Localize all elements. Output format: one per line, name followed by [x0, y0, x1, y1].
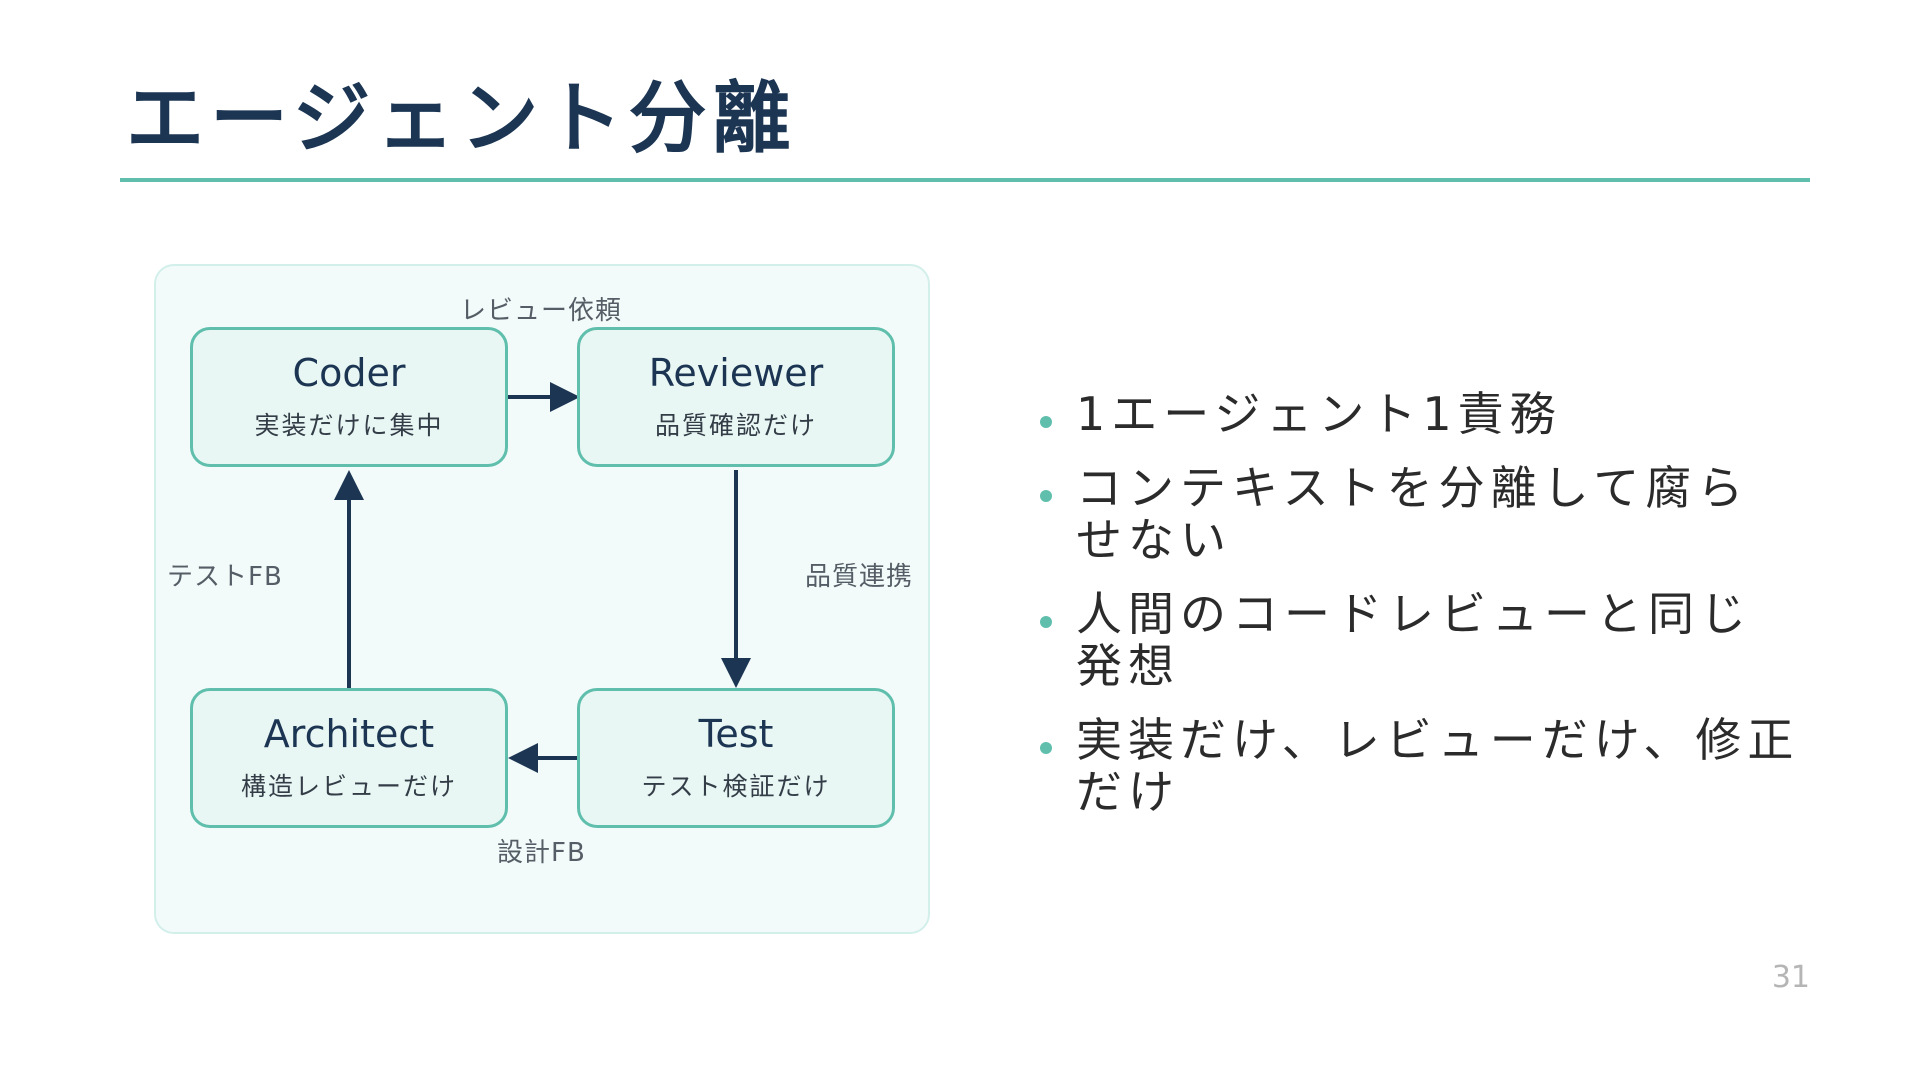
node-test-name: Test [698, 712, 774, 757]
edge-label-design-feedback: 設計FB [497, 838, 586, 868]
bullet-item: 1エージェント1責務 [1040, 388, 1800, 440]
node-coder-name: Coder [292, 351, 406, 396]
node-architect-name: Architect [263, 712, 435, 757]
edge-label-quality-handoff: 品質連携 [805, 562, 914, 592]
bullet-item: コンテキストを分離して腐らせない [1040, 462, 1800, 566]
node-reviewer: Reviewer 品質確認だけ [577, 327, 895, 467]
node-architect: Architect 構造レビューだけ [190, 688, 508, 828]
edge-label-review-request: レビュー依頼 [460, 296, 623, 326]
node-reviewer-desc: 品質確認だけ [654, 410, 817, 440]
page-number: 31 [1771, 960, 1810, 995]
bullet-dot [1040, 616, 1052, 628]
node-test-desc: テスト検証だけ [641, 771, 831, 801]
node-test: Test テスト検証だけ [577, 688, 895, 828]
node-architect-desc: 構造レビューだけ [240, 771, 457, 801]
arrow-test-to-architect [508, 743, 578, 773]
title-underline [120, 178, 1810, 182]
bullet-item: 人間のコードレビューと同じ発想 [1040, 588, 1800, 692]
edge-label-test-feedback: テストFB [167, 562, 283, 592]
node-reviewer-name: Reviewer [648, 351, 824, 396]
slide-title: エージェント分離 [126, 74, 797, 164]
bullet-text: コンテキストを分離して腐らせない [1076, 461, 1750, 567]
bullet-list: 1エージェント1責務 コンテキストを分離して腐らせない 人間のコードレビューと同… [1040, 388, 1800, 840]
arrow-coder-to-reviewer [508, 382, 580, 412]
bullet-text: 人間のコードレビューと同じ発想 [1076, 587, 1752, 693]
bullet-item: 実装だけ、レビューだけ、修正だけ [1040, 714, 1800, 818]
arrow-reviewer-to-test [721, 470, 751, 688]
bullet-text: 1エージェント1責務 [1076, 387, 1562, 441]
bullet-dot [1040, 490, 1052, 502]
bullet-dot [1040, 416, 1052, 428]
bullet-dot [1040, 742, 1052, 754]
bullet-text: 実装だけ、レビューだけ、修正だけ [1076, 713, 1800, 819]
node-coder: Coder 実装だけに集中 [190, 327, 508, 467]
arrow-architect-to-coder [334, 470, 364, 688]
node-coder-desc: 実装だけに集中 [254, 410, 444, 440]
